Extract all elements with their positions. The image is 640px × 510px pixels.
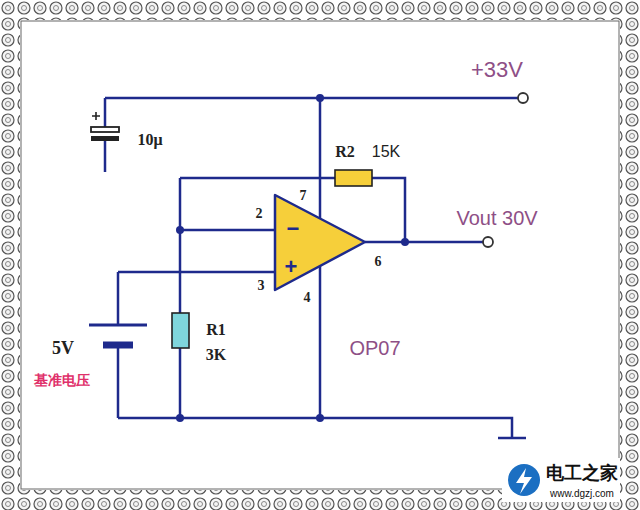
junction-dots bbox=[176, 94, 409, 422]
pin-number: 2 bbox=[256, 207, 263, 221]
capacitor-symbol bbox=[91, 112, 119, 141]
part-number: OP07 bbox=[349, 338, 400, 358]
pin-number: 3 bbox=[258, 279, 265, 293]
reference-voltage: 5V bbox=[52, 339, 74, 357]
input-sign: − bbox=[287, 218, 300, 240]
opamp-symbol bbox=[275, 195, 365, 290]
pin-number: 4 bbox=[304, 291, 311, 305]
output-voltage: Vout 30V bbox=[456, 208, 537, 228]
resistor-name: R2 bbox=[335, 144, 355, 160]
battery-symbol bbox=[89, 325, 147, 345]
wires bbox=[105, 98, 518, 438]
pin-number: 6 bbox=[375, 255, 382, 269]
supply-voltage: +33V bbox=[471, 59, 523, 81]
resistor-name: R1 bbox=[206, 322, 226, 338]
resistor-value: 15K bbox=[372, 144, 400, 160]
ground-symbol bbox=[498, 437, 526, 440]
reference-note: 基准电压 bbox=[34, 373, 90, 387]
pin-number: 7 bbox=[300, 189, 307, 203]
watermark-url: www.dgzj.com bbox=[550, 489, 614, 499]
resistor-value: 3K bbox=[206, 347, 226, 363]
capacitor-value: 10μ bbox=[137, 132, 162, 148]
resistor-symbol bbox=[172, 170, 372, 348]
watermark-logo bbox=[502, 458, 620, 502]
watermark: 电工之家 bbox=[546, 464, 618, 482]
input-sign: + bbox=[285, 256, 298, 278]
